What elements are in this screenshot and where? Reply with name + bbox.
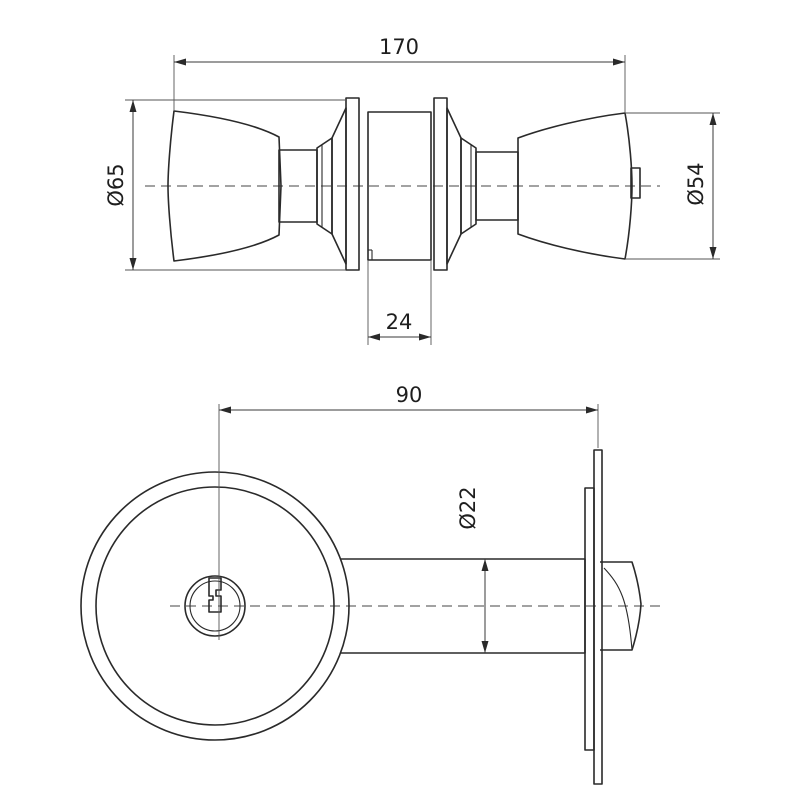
right-rose-plate (433, 97, 448, 271)
arrow-door-right (419, 333, 431, 341)
key-cylinder-outer (184, 575, 246, 637)
dim-backset: 90 (396, 383, 423, 407)
right-knob (517, 112, 633, 260)
arrow-latch-top (481, 559, 489, 571)
dim-left-knob-diameter: Ø65 (104, 163, 128, 206)
turn-button (630, 167, 641, 199)
side-view: 170 Ø65 Ø54 24 (104, 35, 720, 345)
arrow-left-knob-bottom (129, 258, 137, 270)
arrow-overall-right (613, 58, 625, 66)
arrow-latch-bottom (481, 641, 489, 653)
rose-outer (80, 471, 350, 741)
rose-inner (95, 486, 335, 726)
arrow-left-knob-top (129, 100, 137, 112)
left-knob (167, 110, 282, 262)
dim-overall-length: 170 (379, 35, 419, 59)
arrow-right-knob-bottom (709, 247, 717, 259)
dim-door-thickness: 24 (386, 310, 413, 334)
left-rose-plate (345, 97, 360, 271)
front-view: 90 Ø22 (80, 383, 662, 785)
latch-bolt (600, 561, 642, 651)
dim-latch-diameter: Ø22 (456, 486, 480, 529)
door-chassis (367, 111, 432, 261)
arrow-right-knob-top (709, 113, 717, 125)
arrow-backset-left (219, 406, 231, 414)
arrow-backset-right (586, 406, 598, 414)
latch-faceplate (584, 487, 595, 751)
key-cylinder-inner (189, 580, 241, 632)
dim-right-knob-diameter: Ø54 (684, 162, 708, 205)
latch-bolt-bevel (603, 567, 633, 651)
arrow-overall-left (174, 58, 186, 66)
arrow-door-left (368, 333, 380, 341)
right-collar (460, 137, 477, 235)
keyway-icon (208, 577, 222, 613)
latch-strike-plate (593, 449, 603, 785)
